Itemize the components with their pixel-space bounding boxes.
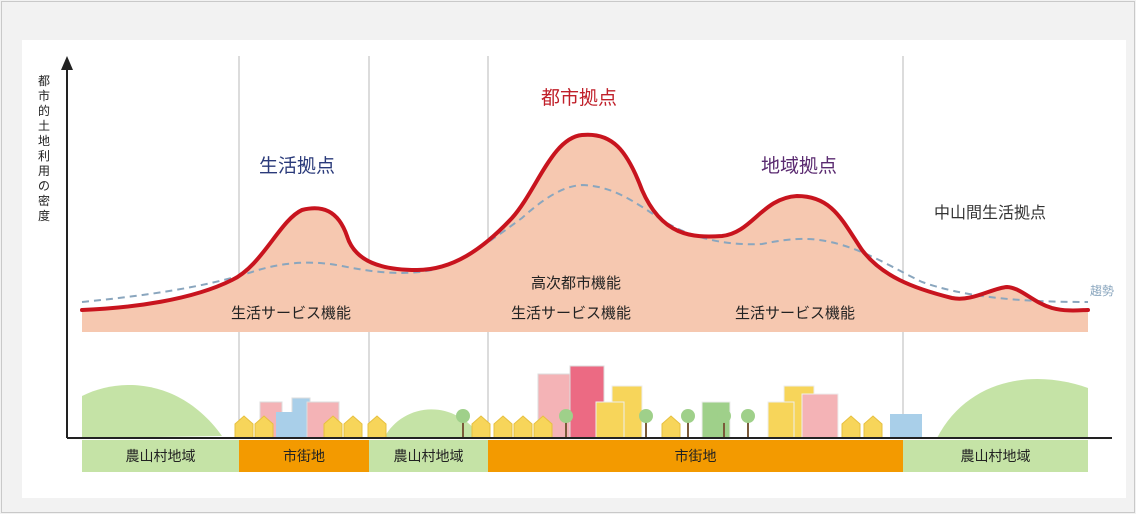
regional-hub-label: 地域拠点: [761, 155, 838, 177]
hill-icon: [82, 385, 222, 438]
y-axis-arrow: [61, 56, 73, 70]
zone-band-rural-2: 農山村地域: [369, 440, 488, 472]
density-diagram: [61, 56, 1112, 439]
zone-band-rural-3: 農山村地域: [903, 440, 1088, 472]
tree-icon: [717, 409, 731, 438]
zone-band-urban-1: 市街地: [239, 440, 369, 472]
house-icon: [513, 415, 533, 439]
y-axis-label: 都市的土地利用の密度: [38, 74, 51, 223]
tree-icon: [559, 409, 573, 438]
hill-icon: [937, 379, 1088, 438]
house-icon: [367, 415, 387, 439]
tree-icon: [681, 409, 695, 438]
life-service-label-1: 生活サービス機能: [231, 304, 352, 322]
house-icon: [661, 415, 681, 439]
building-cluster-2: [537, 365, 922, 439]
house-icon: [493, 415, 513, 439]
diagram-panel: 農山村地域 市街地 農山村地域 市街地 農山村地域 都市的土地利用の密度 都市拠…: [22, 40, 1126, 498]
life-hub-label: 生活拠点: [259, 155, 336, 177]
life-service-label-3: 生活サービス機能: [735, 304, 856, 322]
density-area: [82, 134, 1088, 332]
house-icon: [234, 415, 254, 439]
building-icon: [276, 412, 300, 438]
trend-label: 趨勢: [1090, 284, 1115, 298]
building-icon: [767, 401, 795, 439]
tree-icon: [456, 409, 470, 438]
building-icon: [801, 393, 839, 439]
zone-band-urban-2: 市街地: [488, 440, 903, 472]
house-icon: [841, 415, 861, 439]
zone-band-rural-1: 農山村地域: [82, 440, 239, 472]
mountain-hub-label: 中山間生活拠点: [930, 199, 1051, 223]
life-service-label-2: 生活サービス機能: [511, 304, 632, 322]
advanced-function-label: 高次都市機能: [531, 274, 622, 292]
building-icon: [890, 414, 922, 438]
tree-icon: [741, 409, 755, 438]
house-icon: [863, 415, 883, 439]
urban-hub-label: 都市拠点: [541, 87, 618, 109]
house-icon: [343, 415, 363, 439]
tree-icon: [639, 409, 653, 438]
trees: [456, 409, 755, 438]
trend-curve: [81, 183, 1089, 303]
density-curve: [80, 132, 1090, 313]
building-icon: [595, 401, 625, 439]
houses: [234, 415, 883, 439]
house-icon: [471, 415, 491, 439]
